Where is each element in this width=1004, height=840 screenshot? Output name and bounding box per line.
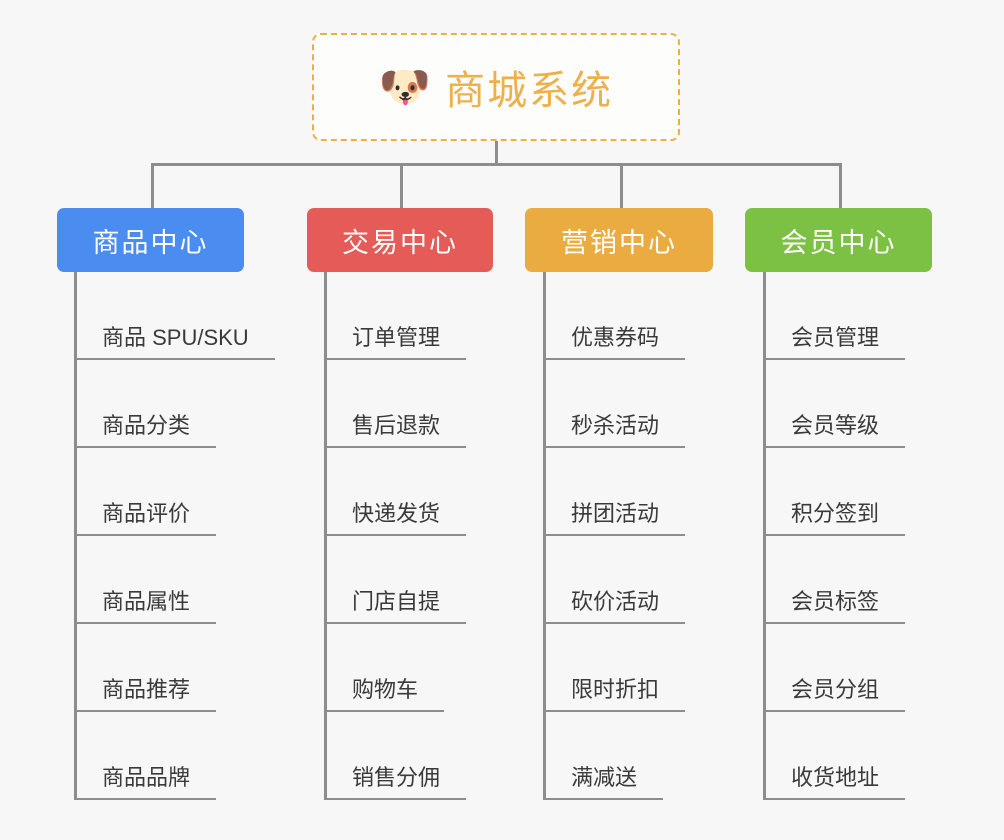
leaf-item[interactable]: 购物车 — [324, 624, 445, 712]
leaf-item-label: 秒杀活动 — [543, 412, 686, 448]
connector-root-stem — [495, 141, 498, 165]
leaf-item[interactable]: 会员管理 — [763, 272, 906, 360]
leaf-item-label: 商品 SPU/SKU — [74, 324, 275, 360]
leaf-item[interactable]: 快递发货 — [324, 448, 467, 536]
leaf-item-label: 会员分组 — [763, 676, 906, 712]
leaf-item-label: 购物车 — [324, 676, 445, 712]
leaf-item[interactable]: 售后退款 — [324, 360, 467, 448]
leaf-item[interactable]: 秒杀活动 — [543, 360, 686, 448]
leaf-item[interactable]: 会员等级 — [763, 360, 906, 448]
root-node-mall-system[interactable]: 🐶 商城系统 — [312, 33, 680, 141]
leaf-item-label: 会员标签 — [763, 588, 906, 624]
branch-spine-marketing-center — [543, 272, 546, 800]
leaf-item-label: 销售分佣 — [324, 764, 467, 800]
leaf-item[interactable]: 商品 SPU/SKU — [74, 272, 275, 360]
leaf-item-label: 订单管理 — [324, 324, 467, 360]
leaf-item[interactable]: 商品品牌 — [74, 712, 217, 800]
category-box-member-center[interactable]: 会员中心 — [745, 208, 932, 272]
leaf-item-label: 售后退款 — [324, 412, 467, 448]
leaf-item[interactable]: 门店自提 — [324, 536, 467, 624]
branch-spine-trade-center — [324, 272, 327, 800]
leaf-item[interactable]: 收货地址 — [763, 712, 906, 800]
connector-drop-product-center — [151, 163, 154, 208]
leaf-item-label: 会员等级 — [763, 412, 906, 448]
leaf-item-label: 商品评价 — [74, 500, 217, 536]
leaf-item-label: 优惠券码 — [543, 324, 686, 360]
category-box-trade-center[interactable]: 交易中心 — [307, 208, 493, 272]
leaf-item-label: 快递发货 — [324, 500, 467, 536]
root-node-title: 商城系统 — [445, 69, 614, 113]
connector-drop-trade-center — [400, 163, 403, 208]
connector-drop-marketing-center — [620, 163, 623, 208]
leaf-item[interactable]: 商品评价 — [74, 448, 217, 536]
branch-spine-member-center — [763, 272, 766, 800]
category-label-trade-center: 交易中心 — [342, 227, 458, 258]
dog-face-emoji-icon: 🐶 — [378, 63, 432, 110]
leaf-item-label: 商品属性 — [74, 588, 217, 624]
leaf-item[interactable]: 限时折扣 — [543, 624, 686, 712]
leaf-item-label: 积分签到 — [763, 500, 906, 536]
leaf-item-label: 会员管理 — [763, 324, 906, 360]
category-box-product-center[interactable]: 商品中心 — [57, 208, 244, 272]
leaf-item[interactable]: 订单管理 — [324, 272, 467, 360]
leaf-item-label: 商品推荐 — [74, 676, 217, 712]
leaf-item[interactable]: 会员标签 — [763, 536, 906, 624]
branch-spine-product-center — [74, 272, 77, 800]
leaf-item[interactable]: 拼团活动 — [543, 448, 686, 536]
connector-horizontal-bus — [151, 163, 840, 166]
connector-drop-member-center — [839, 163, 842, 208]
leaf-item[interactable]: 销售分佣 — [324, 712, 467, 800]
category-label-member-center: 会员中心 — [780, 227, 897, 258]
leaf-item-label: 拼团活动 — [543, 500, 686, 536]
category-box-marketing-center[interactable]: 营销中心 — [525, 208, 713, 272]
leaf-item-label: 砍价活动 — [543, 588, 686, 624]
leaf-item-label: 限时折扣 — [543, 676, 686, 712]
category-label-product-center: 商品中心 — [92, 227, 209, 258]
leaf-item[interactable]: 商品属性 — [74, 536, 217, 624]
category-label-marketing-center: 营销中心 — [561, 227, 677, 258]
leaf-item[interactable]: 会员分组 — [763, 624, 906, 712]
leaf-item-label: 商品分类 — [74, 412, 217, 448]
leaf-item[interactable]: 砍价活动 — [543, 536, 686, 624]
leaf-item-label: 收货地址 — [763, 764, 906, 800]
leaf-item-label: 商品品牌 — [74, 764, 217, 800]
leaf-item-label: 门店自提 — [324, 588, 467, 624]
leaf-item[interactable]: 满减送 — [543, 712, 664, 800]
leaf-item[interactable]: 商品分类 — [74, 360, 217, 448]
leaf-item[interactable]: 积分签到 — [763, 448, 906, 536]
leaf-item[interactable]: 商品推荐 — [74, 624, 217, 712]
leaf-item[interactable]: 优惠券码 — [543, 272, 686, 360]
leaf-item-label: 满减送 — [543, 764, 664, 800]
